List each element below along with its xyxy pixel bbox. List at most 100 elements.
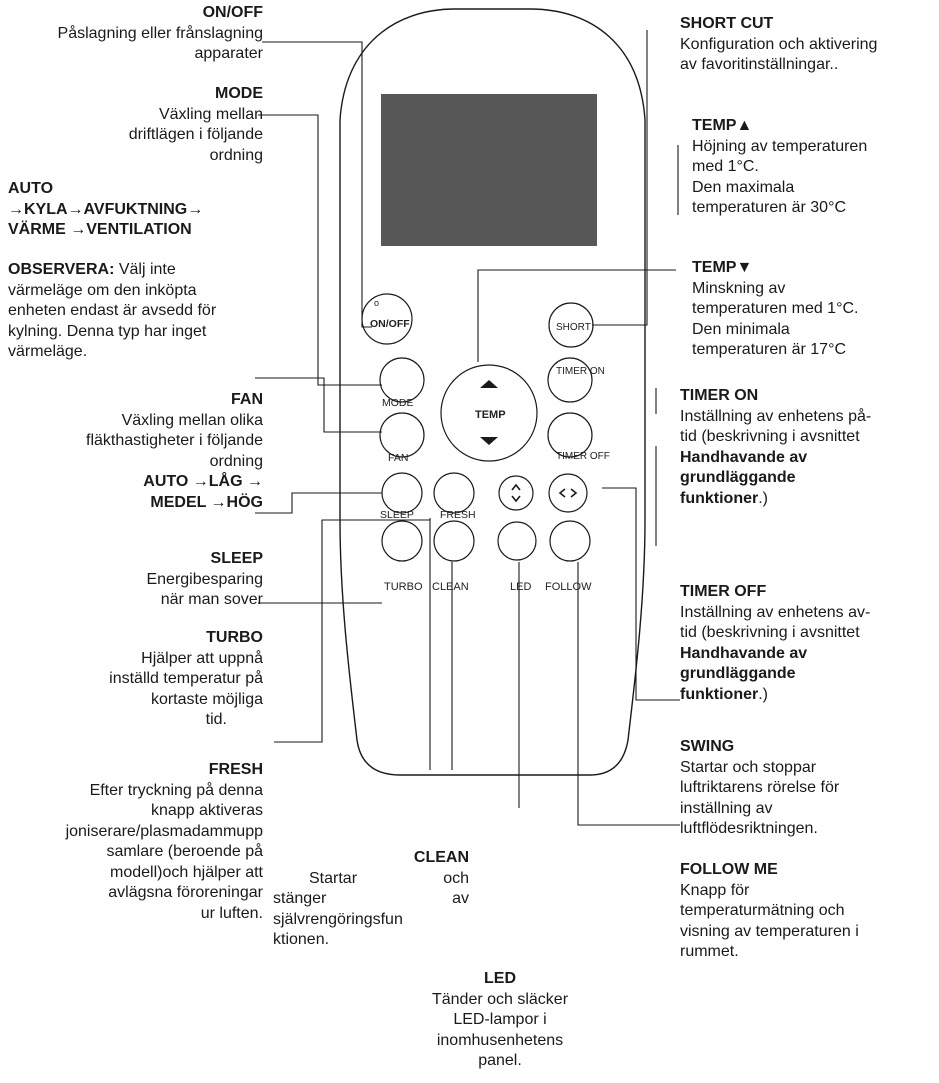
- mode-line-2: driftlägen i följande: [128, 126, 263, 143]
- fresh-line-3: joniserare/plasmadammupp: [65, 822, 263, 840]
- led-button[interactable]: [497, 521, 537, 561]
- temp-up-line-2: med 1°C.: [692, 158, 759, 175]
- observera-note: OBSERVERA: Välj inte värmeläge om den in…: [8, 260, 216, 363]
- mode-button[interactable]: [379, 357, 425, 403]
- timer-off-funktioner: funktioner: [680, 685, 759, 703]
- fan-line-3: ordning: [209, 452, 263, 470]
- turbo-line-4: tid.: [205, 711, 227, 728]
- follow-me-annotation: FOLLOW ME Knapp för temperaturmätning oc…: [680, 860, 859, 963]
- led-button-label: LED: [510, 581, 531, 593]
- sleep-line-1: Energibesparing: [146, 570, 263, 588]
- timer-off-button[interactable]: [547, 412, 593, 458]
- swing-line-4: luftflödesriktningen.: [680, 820, 818, 837]
- temp-button[interactable]: [440, 364, 538, 462]
- follow-me-line-3: visning av temperaturen i: [680, 922, 859, 940]
- timer-off-line-1: Inställning av enhetens av-: [680, 603, 871, 621]
- timer-on-line-2: tid (beskrivning i avsnittet: [680, 428, 860, 445]
- timer-on-title: TIMER ON: [680, 387, 759, 404]
- timer-on-line-1: Inställning av enhetens på-: [680, 407, 872, 425]
- mode-title: MODE: [215, 85, 263, 102]
- led-annotation: LED Tänder och släcker LED-lampor i inom…: [400, 969, 600, 1072]
- observera-line-5: värmeläge.: [8, 343, 88, 360]
- follow-me-line-1: Knapp för: [680, 881, 750, 899]
- turbo-annotation: TURBO Hjälper att uppnå inställd tempera…: [109, 628, 263, 731]
- fan-title: FAN: [231, 391, 263, 408]
- mode-seq-line-3: VÄRME →VENTILATION: [8, 221, 192, 238]
- follow-me-line-2: temperaturmätning och: [680, 902, 845, 919]
- follow-me-line-4: rummet.: [680, 943, 739, 960]
- temp-down-line-1: Minskning av: [692, 279, 786, 297]
- temp-up-line-4: temperaturen är 30°C: [692, 199, 847, 216]
- temp-down-annotation: TEMP▼ Minskning av temperaturen med 1°C.…: [692, 258, 858, 361]
- temp-down-line-4: temperaturen är 17°C: [692, 341, 847, 358]
- swing-updown-icon: [511, 483, 521, 503]
- clean-title: CLEAN: [413, 849, 469, 866]
- fresh-line-1: Efter tryckning på denna: [89, 781, 263, 799]
- swing-vertical-button[interactable]: [498, 475, 534, 511]
- temp-up-annotation: TEMP▲ Höjning av temperaturen med 1°C. D…: [692, 116, 867, 219]
- mode-line-1: Växling mellan: [158, 105, 263, 123]
- sleep-title: SLEEP: [210, 550, 263, 567]
- on-off-dot-label: o: [374, 298, 379, 308]
- clean-line-1b: och: [443, 869, 469, 887]
- fresh-line-6: avlägsna föroreningar: [108, 884, 263, 901]
- clean-line-1a: Startar: [309, 869, 358, 887]
- swing-line-1: Startar och stoppar: [680, 758, 817, 776]
- temp-down-icon: [480, 437, 498, 445]
- follow-button[interactable]: [549, 520, 591, 562]
- timer-on-line-4: grundläggande: [680, 469, 796, 486]
- swing-leftright-icon: [558, 488, 578, 498]
- timer-off-line-2: tid (beskrivning i avsnittet: [680, 624, 860, 641]
- fan-line-4: AUTO →LÅG →: [143, 473, 263, 490]
- temp-down-line-3: Den minimala: [692, 320, 790, 338]
- on-off-line-1: Påslagning eller frånslagning: [57, 24, 263, 42]
- temp-button-label: TEMP: [475, 409, 506, 421]
- follow-me-title: FOLLOW ME: [680, 861, 778, 878]
- observera-line-3: enheten endast är avsedd för: [8, 302, 217, 319]
- on-off-title: ON/OFF: [202, 4, 263, 21]
- fresh-line-5: modell)och hjälper att: [110, 863, 263, 881]
- swing-annotation: SWING Startar och stoppar luftriktarens …: [680, 737, 839, 840]
- led-title: LED: [484, 970, 516, 987]
- fan-annotation: FAN Växling mellan olika fläkthastighete…: [86, 390, 263, 513]
- clean-line-4: ktionen.: [273, 931, 330, 948]
- short-cut-title: SHORT CUT: [680, 15, 774, 32]
- mode-annotation: MODE Växling mellan driftlägen i följand…: [129, 84, 263, 166]
- clean-button[interactable]: [433, 520, 475, 562]
- clean-line-2b: av: [452, 890, 469, 907]
- turbo-line-1: Hjälper att uppnå: [141, 649, 263, 667]
- follow-button-label: FOLLOW: [545, 581, 592, 593]
- turbo-line-3: kortaste möjliga: [150, 690, 263, 708]
- timer-off-button-label: TIMER OFF: [556, 451, 610, 462]
- fresh-annotation: FRESH Efter tryckning på denna knapp akt…: [66, 760, 263, 924]
- clean-line-1: Startar och: [273, 869, 469, 890]
- timer-on-button[interactable]: [547, 357, 593, 403]
- mode-sequence: AUTO →KYLA→AVFUKTNING→ VÄRME →VENTILATIO…: [8, 179, 203, 241]
- led-line-3: inomhusenhetens: [436, 1031, 564, 1049]
- fresh-button[interactable]: [433, 472, 475, 514]
- short-cut-button-label: SHORT: [556, 322, 591, 333]
- sleep-annotation: SLEEP Energibesparing när man sover: [146, 549, 263, 611]
- leader-lines: [255, 30, 680, 826]
- mode-button-label: MODE: [382, 397, 414, 409]
- temp-down-title: TEMP▼: [692, 259, 753, 276]
- temp-down-line-2: temperaturen med 1°C.: [692, 300, 859, 317]
- temp-up-line-1: Höjning av temperaturen: [692, 137, 868, 155]
- led-line-4: panel.: [478, 1052, 522, 1069]
- sleep-button-label: SLEEP: [380, 509, 414, 521]
- timer-off-line-5-end: .): [758, 685, 768, 703]
- turbo-title: TURBO: [206, 629, 263, 646]
- timer-on-line-3: Handhavande av: [680, 448, 808, 466]
- short-cut-line-2: av favoritinställningar..: [680, 56, 839, 73]
- swing-horizontal-button[interactable]: [548, 473, 588, 513]
- fan-button-label: FAN: [388, 452, 408, 464]
- timer-on-annotation: TIMER ON Inställning av enhetens på- tid…: [680, 386, 871, 509]
- fan-button[interactable]: [379, 412, 425, 458]
- sleep-button[interactable]: [381, 472, 423, 514]
- on-off-annotation: ON/OFF Påslagning eller frånslagning app…: [58, 3, 263, 65]
- mode-seq-line-2: →KYLA→AVFUKTNING→: [8, 200, 204, 218]
- turbo-button[interactable]: [381, 520, 423, 562]
- observera-line-2: värmeläge om den inköpta: [8, 281, 197, 299]
